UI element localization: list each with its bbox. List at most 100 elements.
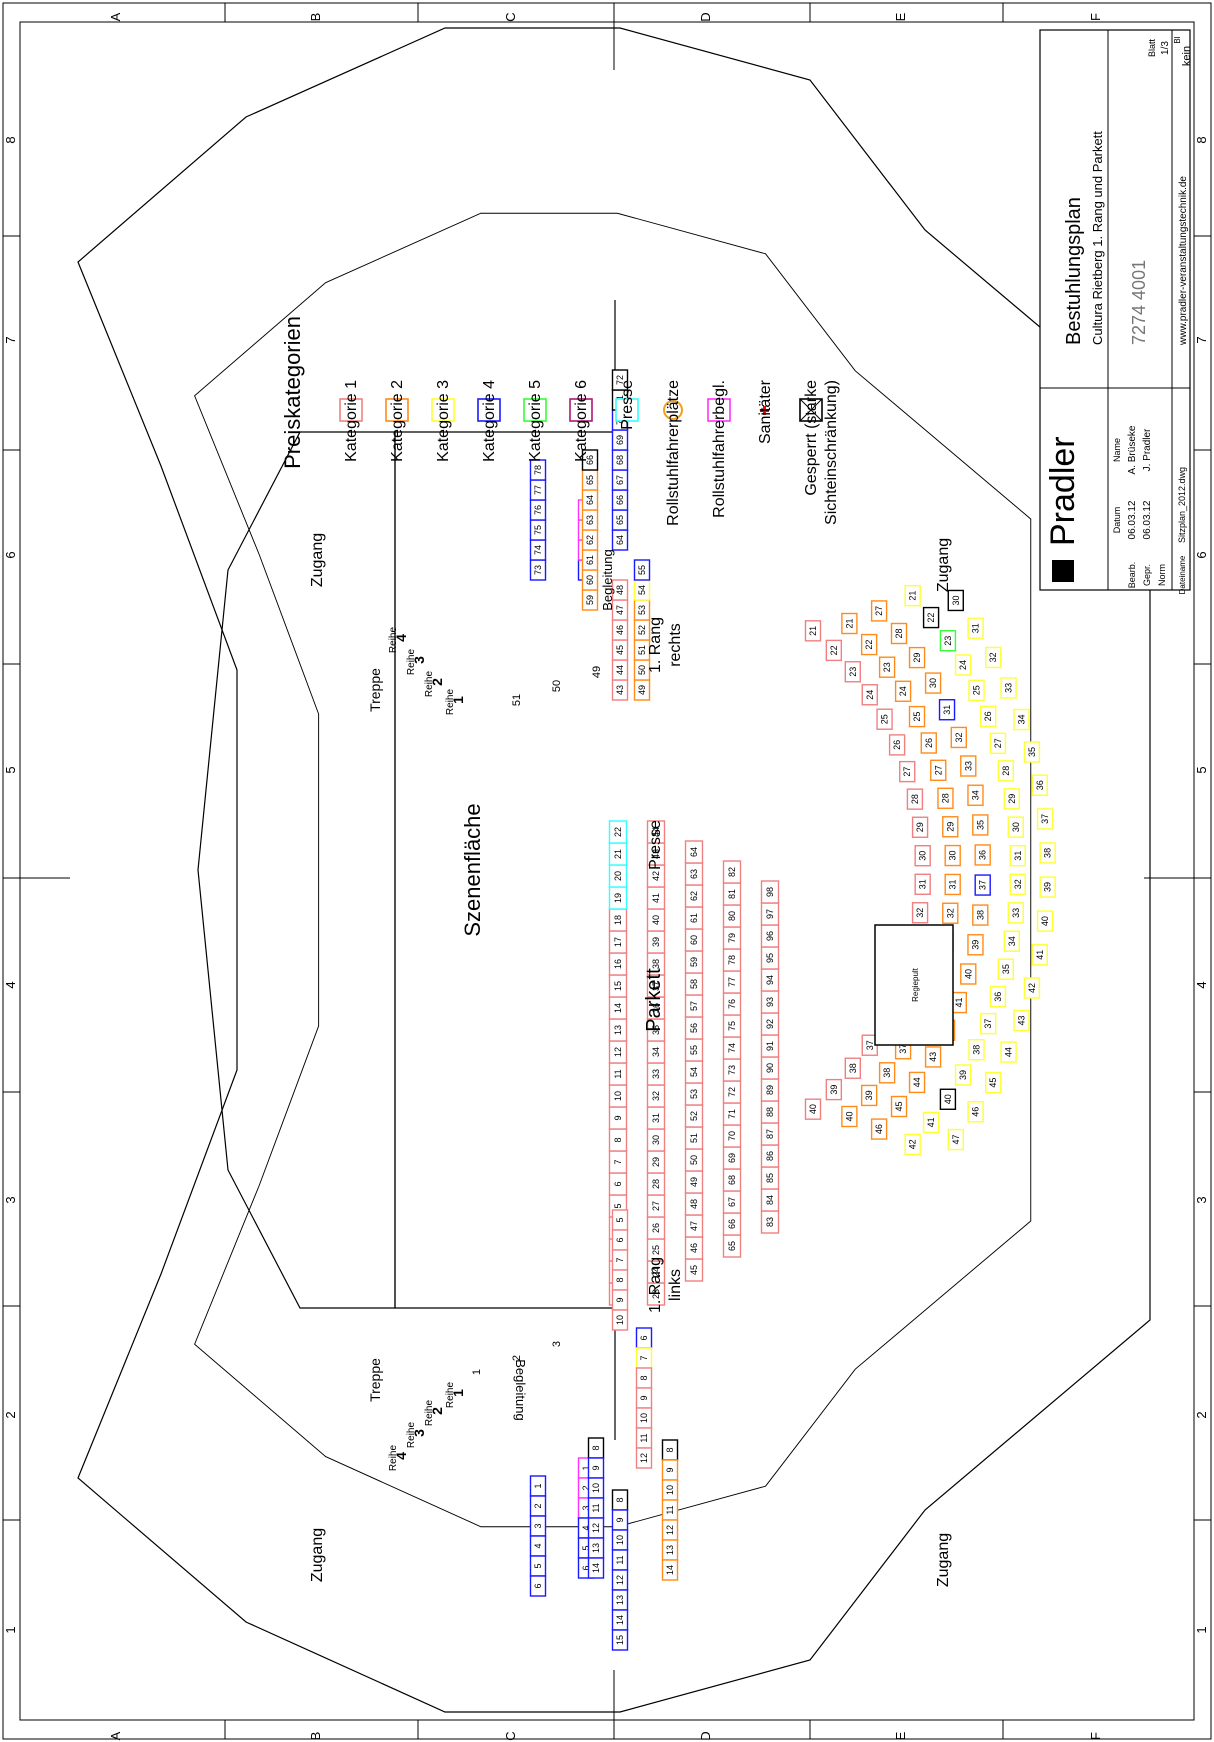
seat-number: 13 [613, 1025, 623, 1035]
presse-label: Presse [647, 820, 664, 870]
seat-number: 49 [689, 1177, 699, 1187]
seat-number: 97 [765, 909, 775, 919]
seat: 35 [1023, 741, 1041, 763]
seat-number: 42 [908, 1139, 918, 1149]
seat-number: 60 [585, 575, 595, 585]
seat: 9 [587, 1457, 605, 1479]
seat: 35 [997, 958, 1015, 980]
seat: 67 [611, 469, 629, 491]
row-num: 1 [450, 1389, 466, 1397]
seat: 35 [646, 1018, 666, 1042]
seat: 64 [684, 840, 704, 864]
stage-label: Szenenfläche [460, 803, 485, 936]
seat-number: 84 [765, 1195, 775, 1205]
seat-number: 47 [615, 605, 625, 615]
seat-number: 9 [639, 1395, 649, 1400]
seat: 88 [760, 1100, 780, 1124]
name-value: A. Brüseke [1127, 425, 1138, 474]
seat-number: 29 [915, 822, 925, 832]
seat-box [611, 579, 629, 601]
seat-number: 11 [615, 1555, 625, 1564]
seat-box [1039, 876, 1056, 898]
stair-label: Treppe [367, 668, 383, 712]
name-value: J. Pradler [1142, 428, 1153, 471]
seat: 33 [646, 1062, 666, 1086]
row-word: Reihe [445, 1382, 456, 1409]
seat-number: 31 [948, 879, 958, 889]
seat: 89 [760, 1078, 780, 1102]
seat: 28 [997, 760, 1015, 782]
seat: 64 [611, 529, 629, 551]
seat: 38 [844, 1057, 862, 1079]
seat: 7 [635, 1347, 653, 1369]
seat-number: 65 [615, 515, 625, 525]
seat: 78 [722, 948, 742, 972]
seat: 23 [878, 656, 896, 678]
seat-box [760, 880, 780, 904]
seat: 78 [529, 459, 547, 481]
seat-number: 33 [1011, 908, 1021, 918]
legend-swatch [523, 398, 547, 422]
seat-box [1031, 774, 1048, 796]
seat-box [1013, 708, 1030, 731]
seat-number: 12 [639, 1453, 649, 1463]
legend-swatch [431, 398, 455, 422]
seat: 41 [1031, 944, 1048, 966]
seat-number: 96 [765, 931, 775, 941]
seat: 97 [760, 902, 780, 926]
seat: 37 [974, 874, 991, 896]
seat-number: 7 [615, 1257, 625, 1262]
seat-number: 43 [651, 849, 661, 859]
seat: 37 [1036, 808, 1054, 830]
seat: 58 [684, 972, 704, 996]
seat: 34 [967, 784, 984, 806]
seat-number: 11 [613, 1069, 623, 1078]
seat-box [942, 816, 959, 838]
plan-subtitle: Cultura Rietberg 1. Rang und Parkett [1090, 131, 1105, 345]
row-label: Norm [1157, 564, 1167, 586]
row-word: Reihe [388, 627, 399, 654]
seat: 18 [608, 908, 628, 932]
seat: 27 [646, 1194, 666, 1218]
seat: 63 [684, 862, 704, 886]
legend-label: Kategorie 3 [435, 380, 452, 462]
seat-box [1013, 1009, 1030, 1032]
seat: 10 [608, 1084, 628, 1108]
seat-number: 12 [613, 1047, 623, 1057]
seat: 83 [760, 1210, 780, 1234]
frame-row-label: 7 [1194, 336, 1209, 343]
seat: 48 [684, 1192, 704, 1216]
seat-number: 21 [908, 591, 918, 601]
seat: 31 [967, 617, 984, 639]
seat-box [1036, 808, 1054, 830]
seat-box [985, 1071, 1002, 1094]
seat-box [635, 1447, 653, 1469]
frame-col-label: D [698, 1731, 713, 1740]
seat-number: 63 [585, 515, 595, 525]
seat: 28 [937, 787, 954, 809]
seat-box [844, 1057, 862, 1079]
seat-number: 30 [651, 1135, 661, 1145]
seat: 38 [878, 1062, 896, 1084]
seat-box [908, 646, 926, 669]
seat-number: 30 [928, 678, 938, 688]
seat-number: 56 [689, 1023, 699, 1033]
seat: 15 [608, 974, 628, 998]
frame-row-label: 4 [3, 981, 18, 988]
seat: 26 [920, 732, 937, 754]
seat-number: 73 [727, 1065, 737, 1075]
seat: 4 [529, 1535, 547, 1557]
seat-number: 70 [727, 1131, 737, 1141]
seat-number: 31 [918, 879, 928, 889]
seat: 42 [1023, 977, 1041, 999]
seat: 86 [760, 1144, 780, 1168]
seat-box [1000, 677, 1017, 699]
seat: 59 [581, 589, 599, 611]
seat-number: 68 [615, 455, 625, 465]
seat-box [960, 963, 977, 985]
seat-box [985, 646, 1002, 669]
seat: 40 [939, 1088, 957, 1110]
seat-number: 8 [615, 1277, 625, 1282]
seat-number: 4 [533, 1543, 543, 1548]
seat-box [841, 1105, 858, 1128]
